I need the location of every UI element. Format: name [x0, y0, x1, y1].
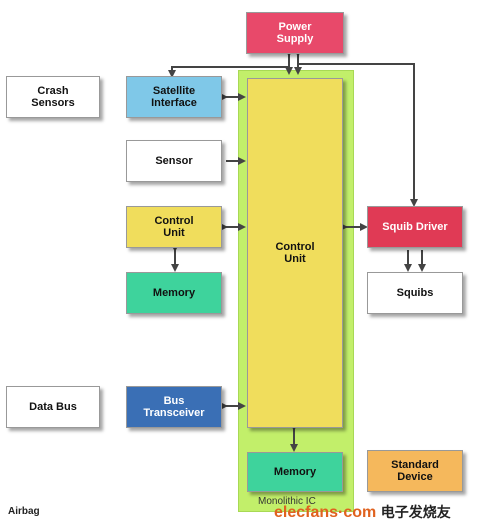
watermark-main: elecfans — [274, 504, 339, 521]
squib-driver-block: Squib Driver — [367, 206, 463, 248]
memory-ic-block: Memory — [247, 452, 343, 492]
control-unit-small-block: Control Unit — [126, 206, 222, 248]
standard-device-block: Standard Device — [367, 450, 463, 492]
watermark: elecfans·com 电子发烧友 — [274, 502, 451, 522]
crash-sensors-block: Crash Sensors — [6, 76, 100, 118]
watermark-dot: ·com — [338, 504, 377, 521]
data-bus-block: Data Bus — [6, 386, 100, 428]
bus-transceiver-block: Bus Transceiver — [126, 386, 222, 428]
power-supply-block: Power Supply — [246, 12, 344, 54]
sensor-block: Sensor — [126, 140, 222, 182]
watermark-cn: 电子发烧友 — [380, 505, 451, 521]
airbag-caption: Airbag — [8, 506, 40, 517]
control-unit-main-block: Control Unit — [247, 78, 343, 428]
memory-left-block: Memory — [126, 272, 222, 314]
power-to-squib — [298, 63, 418, 207]
squibs-block: Squibs — [367, 272, 463, 314]
monolithic-ic-label: Monolithic IC — [258, 496, 316, 507]
power-to-satellite — [168, 66, 289, 78]
satellite-interface-block: Satellite Interface — [126, 76, 222, 118]
